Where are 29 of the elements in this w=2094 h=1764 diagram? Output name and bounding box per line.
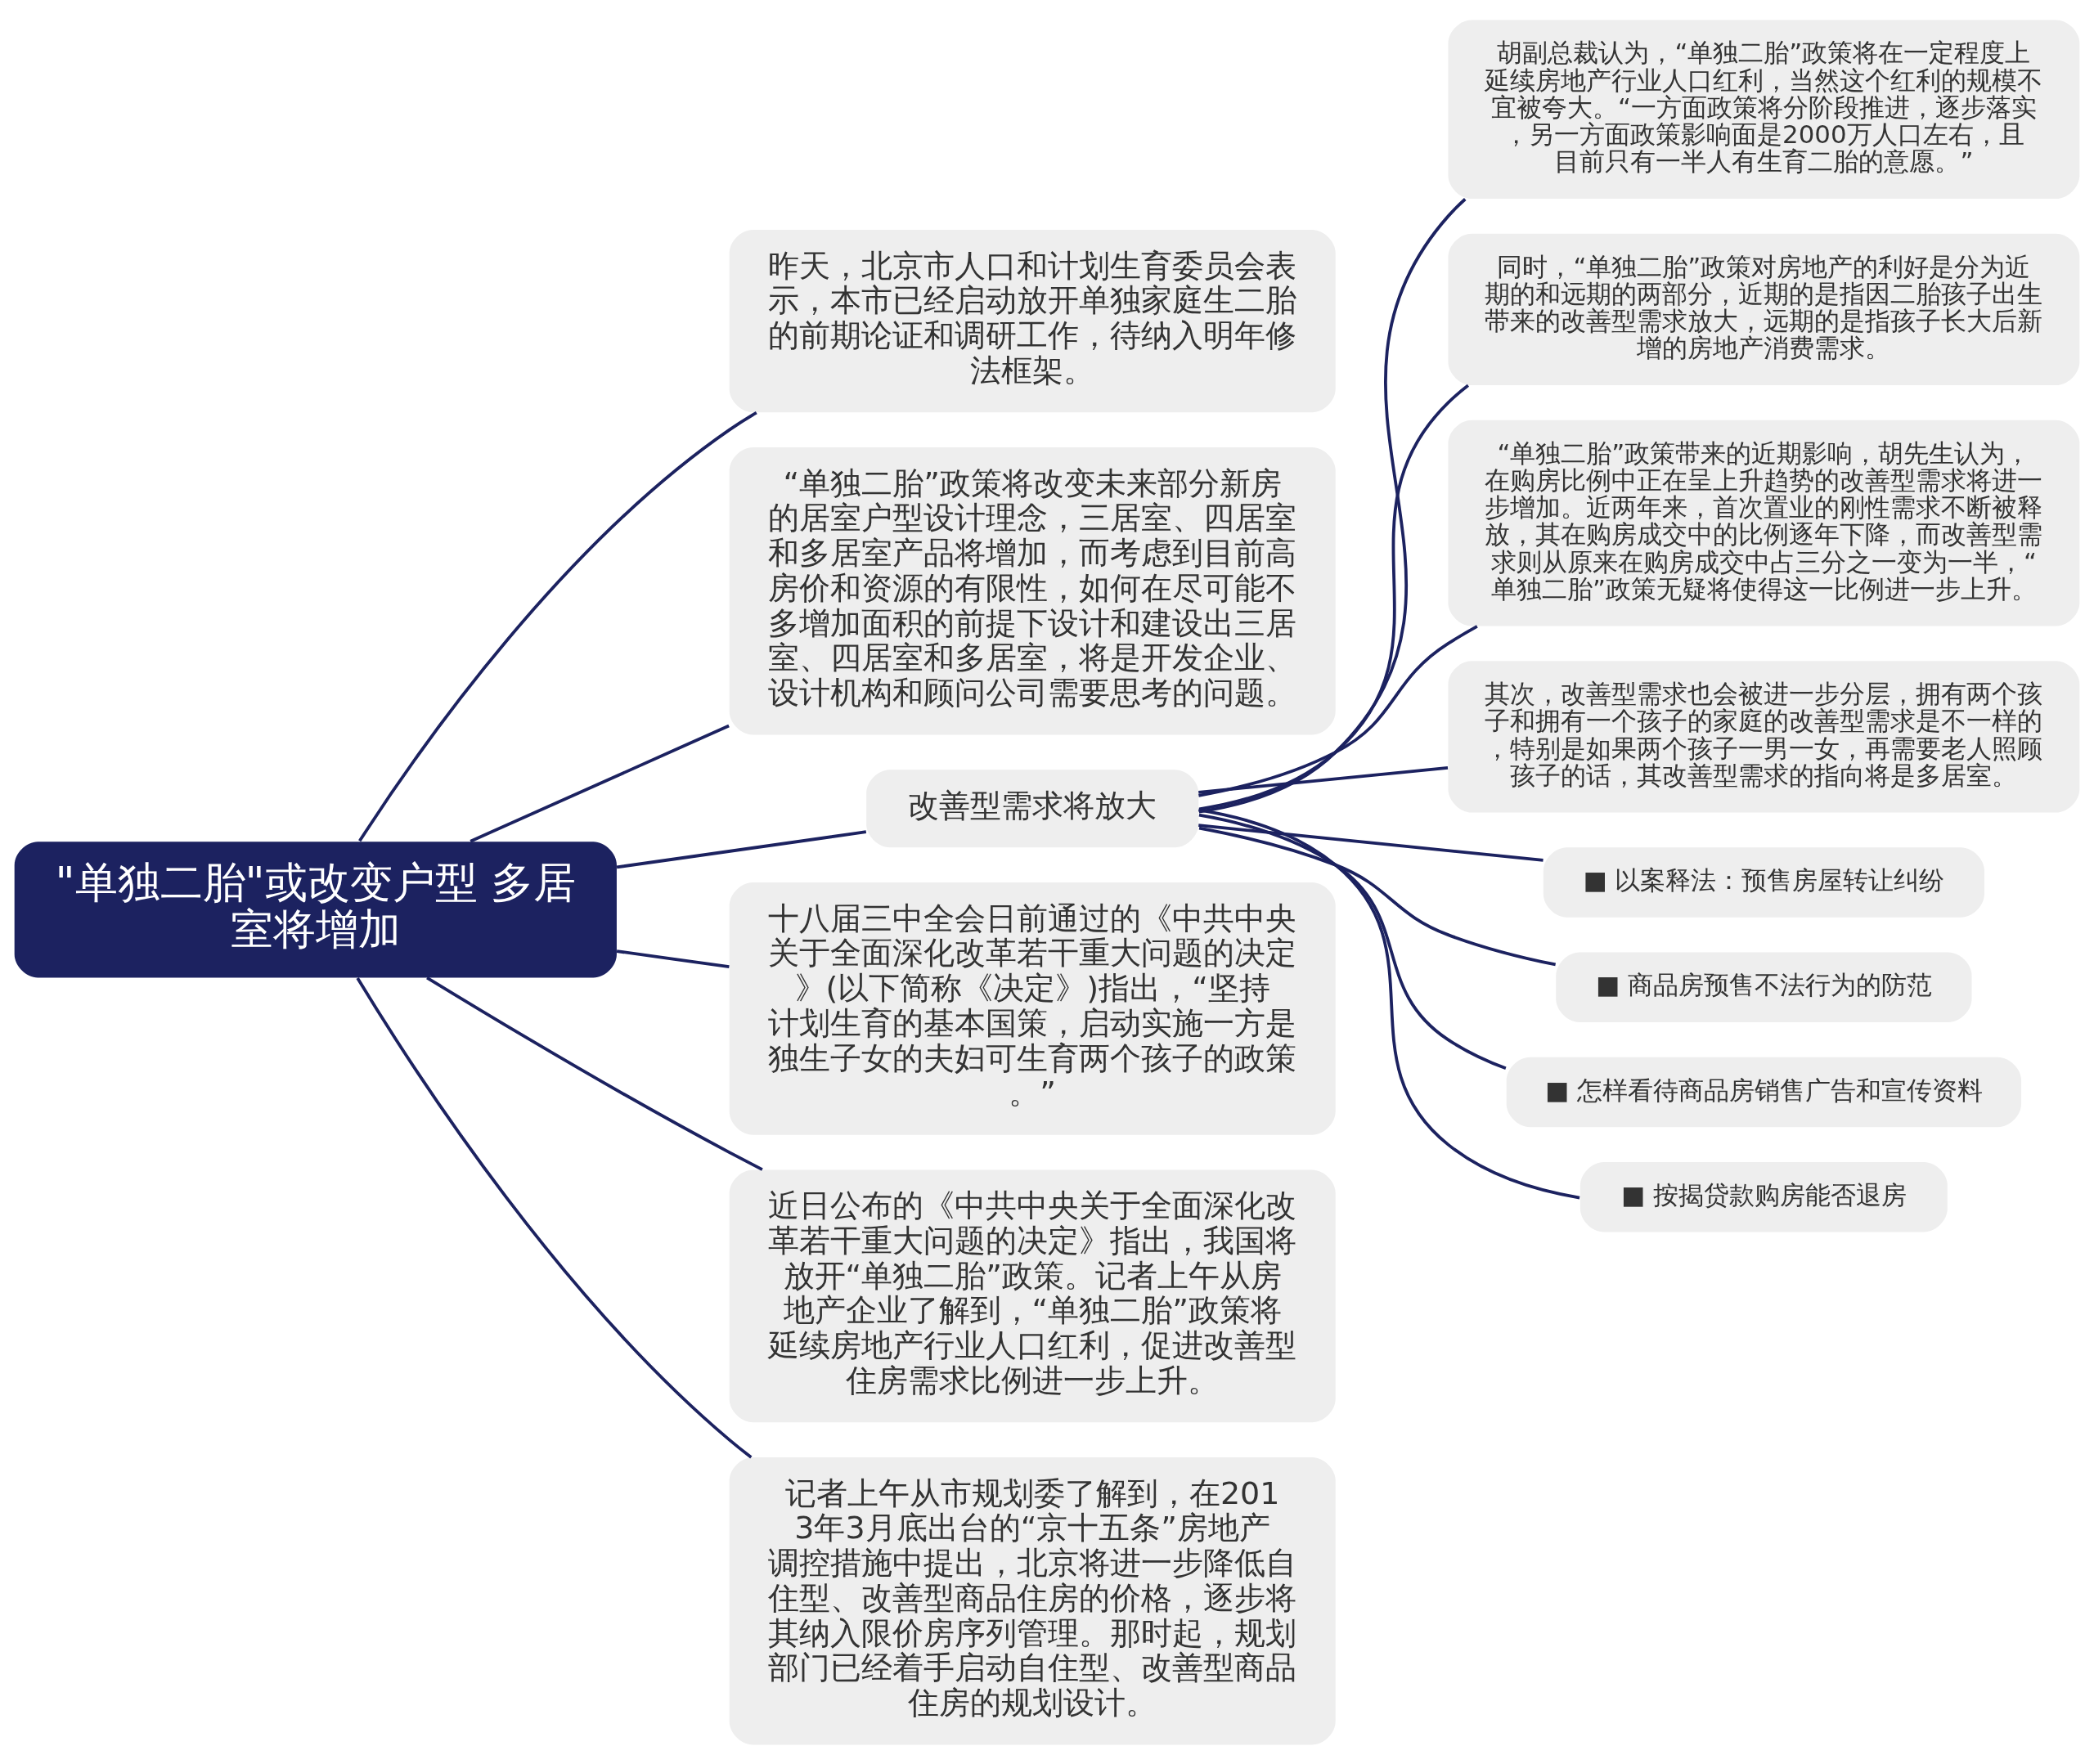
node-box: 昨天，北京市人口和计划生育委员会表示，本市已经启动放开单独家庭生二胎的前期论证和调研工作，待纳入明年修法框架。 [729,229,1336,412]
connector [1198,384,1470,810]
connector [470,724,730,842]
node-box: “单独二胎”政策将改变未来部分新房的居室户型设计理念，三居室、四居室和多居室产品将增加，而考虑到目前高房价和资源的有限性，如何在尽可能不多增加面积的前提下设计和建设出三居室、四居室和多居室，将是开发企业、设计机构和顾问公司需要思考的问题。 [729,447,1336,734]
node-box: 十八届三中全会日前通过的《中共中央关于全面深化改革若干重大问题的决定》(以下简称《决定》)指出，“坚持计划生育的基本国策，启动实施一方是独生子女的夫妇可生育两个孩子的政策。” [729,882,1336,1135]
connector [1198,826,1557,966]
connector [356,976,753,1458]
node-box: 改善型需求将放大 [866,769,1199,847]
connector [1198,813,1507,1070]
connector [1198,807,1580,1199]
node-box: 同时，“单独二胎”政策对房地产的利好是分为近期的和远期的两部分，近期的是指因二胎孩子出生带来的改善型需求放大，远期的是指孩子长大后新增的房地产消费需求。 [1448,233,2080,385]
node-box: "单独二胎"或改变户型 多居室将增加 [14,841,617,977]
connector [1198,197,1467,813]
node-box: 胡副总裁认为，“单独二胎”政策将在一定程度上延续房地产行业人口红利，当然这个红利的规模不宜被夸大。“一方面政策将分阶段推进，逐步落实，另一方面政策影响面是2000万人口左右，且目前只有一半人有生育二胎的意愿。” [1448,20,2080,199]
connector [616,949,730,968]
node-box: ■ 以案释法：预售房屋转让纠纷 [1543,846,1984,918]
node-box: 近日公布的《中共中央关于全面深化改革若干重大问题的决定》指出，我国将放开“单独二胎”政策。记者上午从房地产企业了解到，“单独二胎”政策将延续房地产行业人口红利，促进改善型住房需求比例进一步上升。 [729,1169,1336,1422]
connector [1198,823,1544,862]
node-box: ■ 按揭贷款购房能否退房 [1579,1161,1948,1232]
node-box: ■ 商品房预售不法行为的防范 [1556,952,1972,1022]
node-box: 记者上午从市规划委了解到，在2013年3月底出台的“京十五条”房地产调控措施中提出，北京将进一步降低自住型、改善型商品住房的价格，逐步将其纳入限价房序列管理。那时起，规划部门已经着手启动自住型、改善型商品住房的规划设计。 [729,1457,1336,1744]
node-box: “单独二胎”政策带来的近期影响，胡先生认为，在购房比例中正在呈上升趋势的改善型需求将进一步增加。近两年来，首次置业的刚性需求不断被释放，其在购房成交中的比例逐年下降，而改善型需求则从原来在购房成交中占三分之一变为一半，“单独二胎”政策无疑将使得这一比例进一步上升。 [1448,420,2080,626]
connector [426,976,763,1171]
node-box: 其次，改善型需求也会被进一步分层，拥有两个孩子和拥有一个孩子的家庭的改善型需求是不一样的，特别是如果两个孩子一男一女，再需要老人照顾孩子的话，其改善型需求的指向将是多居室。 [1448,660,2080,812]
connector [1198,624,1478,797]
node-box: ■ 怎样看待商品房销售广告和宣传资料 [1506,1057,2022,1127]
connector [358,411,757,842]
connector [1198,765,1449,794]
connector [616,829,867,869]
